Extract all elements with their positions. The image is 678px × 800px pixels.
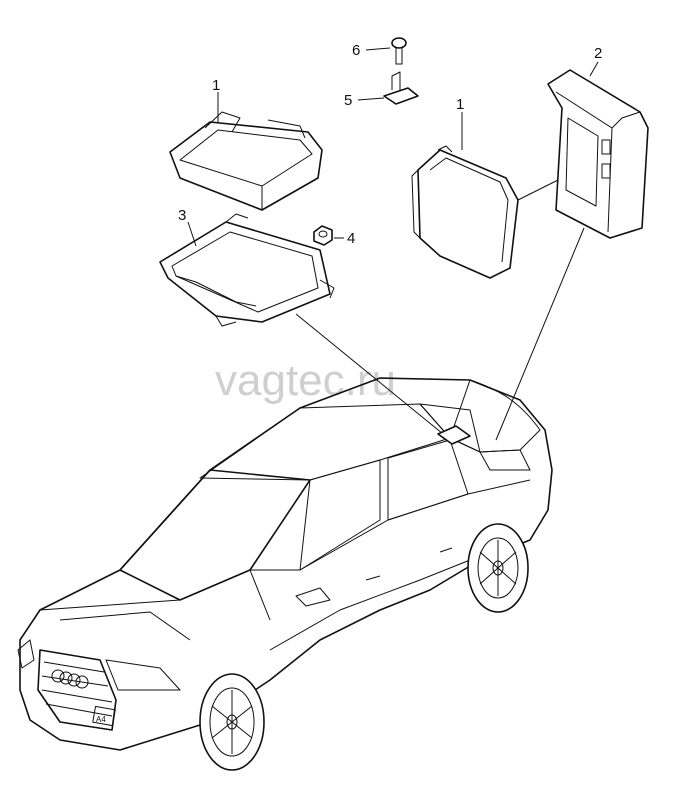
callout-3: 3 — [178, 207, 186, 224]
callout-5: 5 — [344, 92, 352, 109]
watermark-text: vagtec.ru — [215, 356, 396, 405]
callout-1b: 1 — [456, 96, 464, 113]
leader-5 — [357, 97, 385, 101]
leader-bracket-to-car — [295, 313, 449, 439]
leader-6 — [365, 47, 391, 51]
bolt — [391, 37, 407, 65]
nut — [313, 225, 333, 246]
control-unit-right — [411, 145, 519, 279]
control-unit-left — [169, 111, 323, 211]
callout-4: 4 — [347, 230, 355, 247]
bracket — [159, 213, 335, 327]
plate-badge: A4 — [96, 715, 106, 724]
callout-6: 6 — [352, 42, 360, 59]
car-illustration: A4 — [17, 377, 553, 771]
clip — [383, 71, 419, 105]
cover — [547, 69, 649, 239]
leader-3 — [187, 221, 197, 247]
callout-2: 2 — [594, 45, 602, 62]
callout-1a: 1 — [212, 77, 220, 94]
leader-cover-to-car — [495, 227, 585, 441]
leader-2 — [589, 61, 599, 77]
